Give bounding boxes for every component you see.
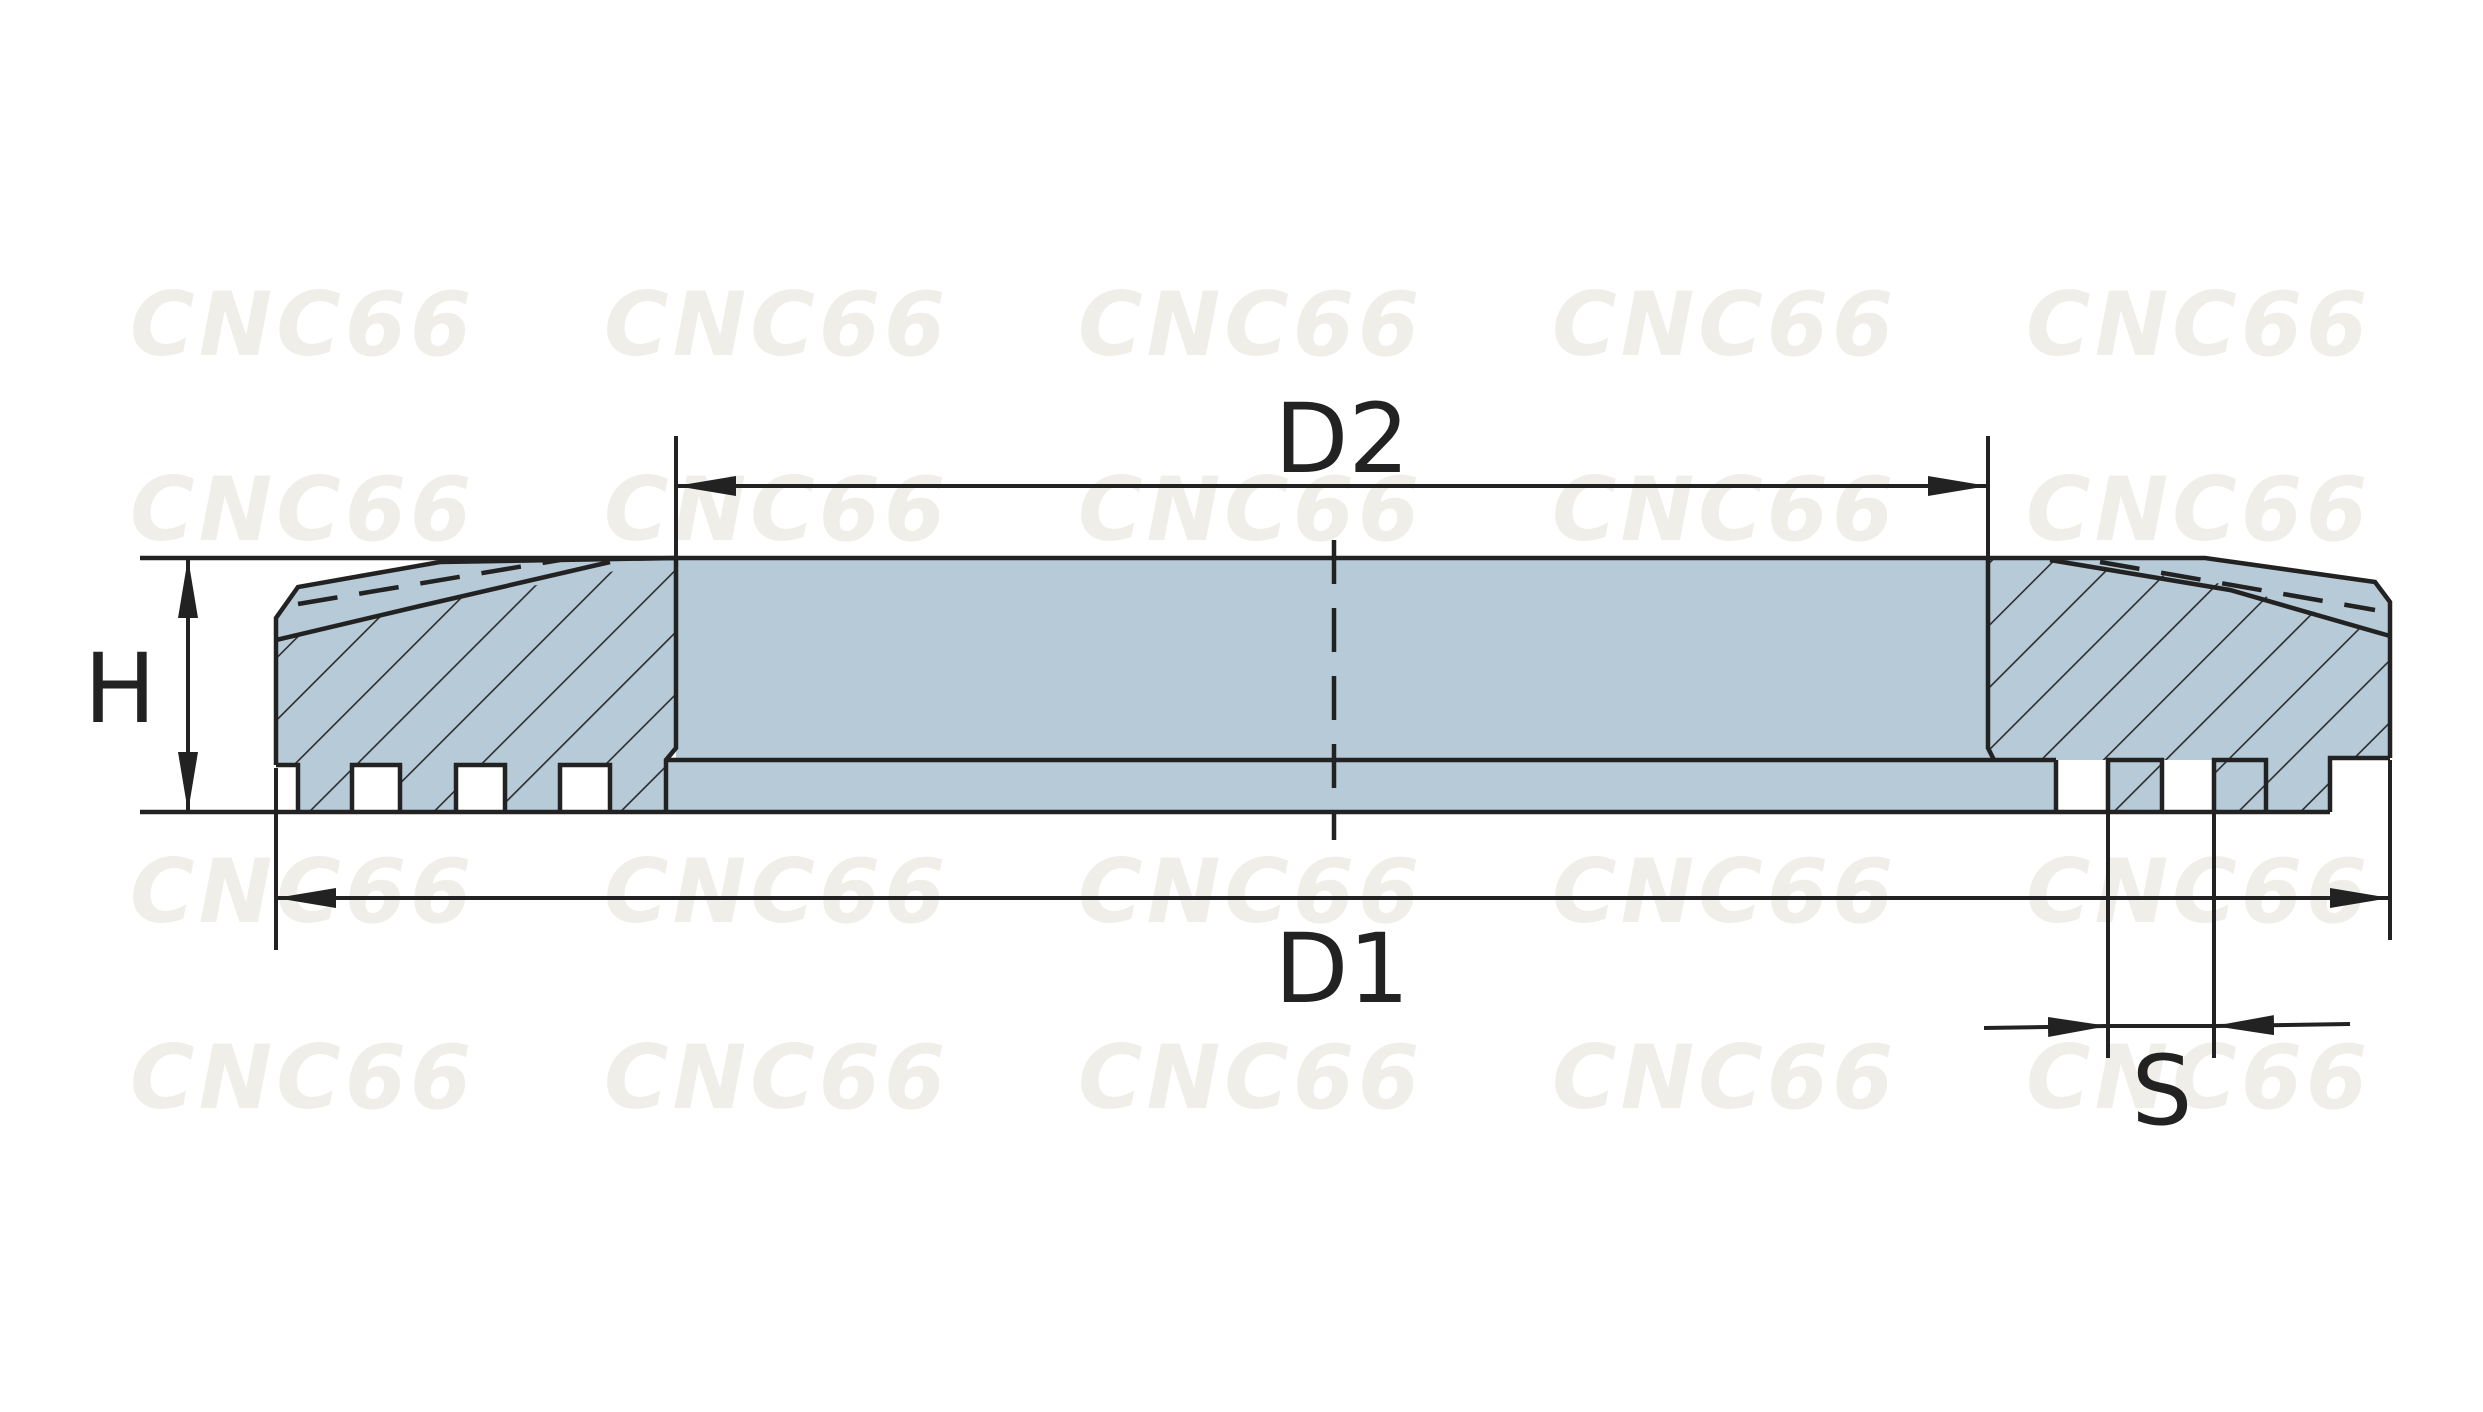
watermark-text: CNC66 [1078,458,1423,561]
watermark-text: CNC66 [1078,273,1423,376]
watermark-text: CNC66 [2026,273,2371,376]
dimension-s: S [1983,760,2351,1147]
watermark-text: CNC66 [130,273,475,376]
right-hatched-section [1985,555,2393,812]
watermark-text: CNC66 [130,458,475,561]
watermark-text: CNC66 [604,458,949,561]
ring-center-body [666,558,2056,810]
dimension-d1: D1 [274,760,2392,1025]
label-h: H [84,633,156,745]
label-s: S [2132,1035,2193,1147]
watermark-text: CNC66 [1078,1026,1423,1129]
watermark-text: CNC66 [1552,840,1897,943]
watermark-text: CNC66 [130,840,475,943]
watermark-text: CNC66 [1552,273,1897,376]
watermark-text: CNC66 [604,840,949,943]
left-hatched-section [273,555,679,812]
watermark-text: CNC66 [2026,1026,2371,1129]
watermark-text: CNC66 [604,1026,949,1129]
watermark-text: CNC66 [604,273,949,376]
watermark-text: CNC66 [2026,458,2371,561]
watermark-text: CNC66 [130,1026,475,1129]
dimension-d2: D2 [674,383,1990,556]
watermark-text: CNC66 [2026,840,2371,943]
label-d2: D2 [1275,383,1410,495]
watermark-text: CNC66 [1552,1026,1897,1129]
dimension-h: H [84,558,198,812]
label-d1: D1 [1275,913,1410,1025]
watermark-text: CNC66 [1552,458,1897,561]
